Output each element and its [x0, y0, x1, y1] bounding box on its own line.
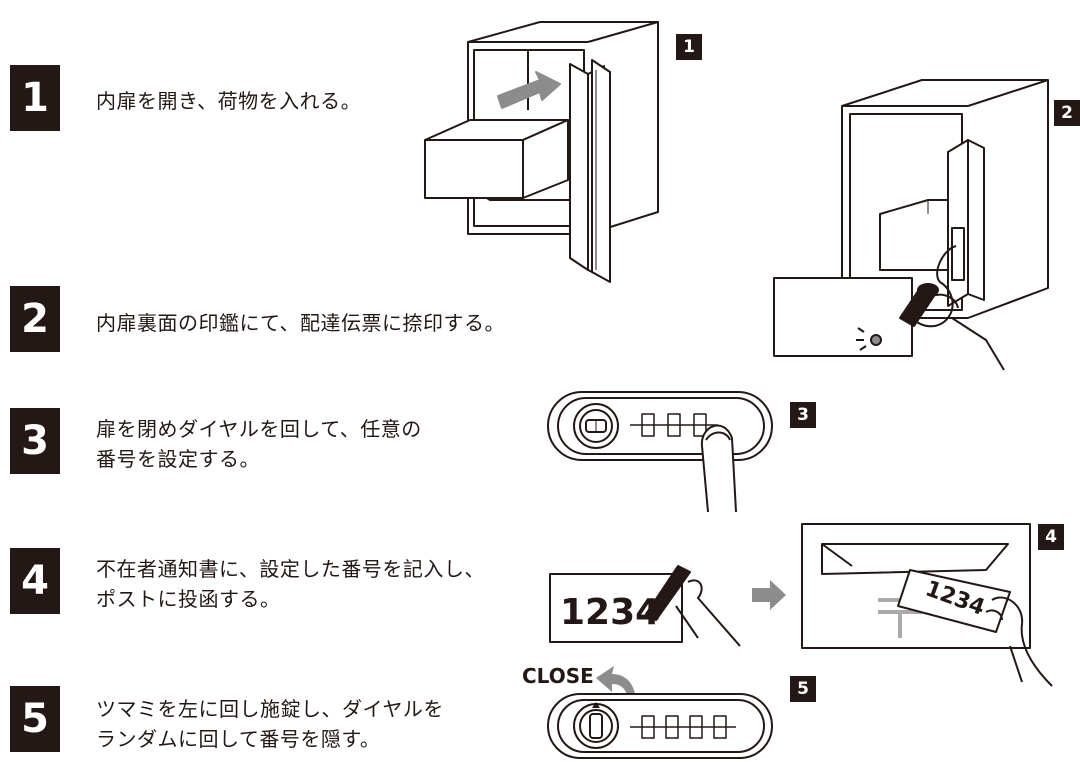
close-label: CLOSE — [522, 664, 594, 688]
figure-badge-5: 5 — [790, 676, 816, 702]
step-text-5: ツマミを左に回し施錠し、ダイヤルを ランダムに回して番号を隠す。 — [96, 694, 444, 754]
illustration-stamping-slip — [772, 78, 1052, 373]
figure-badge-3: 3 — [790, 402, 816, 428]
step-3-line-1: 扉を閉めダイヤルを回して、任意の — [96, 417, 422, 441]
figure-badge-2: 2 — [1054, 100, 1080, 126]
step-number-2: 2 — [10, 286, 60, 352]
card-number: 1234 — [560, 592, 660, 633]
step-number-3: 3 — [10, 408, 60, 474]
illustration-dial-lock — [546, 690, 776, 762]
illustration-post-slot: 1234 — [796, 520, 1056, 690]
step-text-2: 内扉裏面の印鑑にて、配達伝票に捺印する。 — [96, 308, 505, 338]
step-5-line-1: ツマミを左に回し施錠し、ダイヤルを — [96, 697, 444, 721]
step-4-line-2: ポストに投函する。 — [96, 587, 281, 611]
step-text-1: 内扉を開き、荷物を入れる。 — [96, 86, 361, 116]
step-4-line-1: 不在者通知書に、設定した番号を記入し、 — [96, 557, 485, 581]
step-number-1: 1 — [10, 65, 60, 131]
arrow-right-icon — [752, 580, 786, 610]
illustration-dial-set — [546, 386, 776, 516]
step-5-line-2: ランダムに回して番号を隠す。 — [96, 727, 381, 751]
step-3-line-2: 番号を設定する。 — [96, 447, 260, 471]
rotate-left-arrow-icon — [596, 666, 636, 704]
step-number-4: 4 — [10, 548, 60, 614]
illustration-locker-loading — [420, 20, 670, 290]
figure-badge-1: 1 — [676, 34, 702, 60]
illustration-write-number: 1234 — [548, 548, 748, 648]
step-1-line-1: 内扉を開き、荷物を入れる。 — [96, 89, 362, 113]
step-text-3: 扉を閉めダイヤルを回して、任意の 番号を設定する。 — [96, 414, 422, 474]
step-text-4: 不在者通知書に、設定した番号を記入し、 ポストに投函する。 — [96, 554, 485, 614]
figure-badge-4: 4 — [1038, 524, 1064, 550]
step-number-5: 5 — [10, 686, 60, 752]
step-2-line-1: 内扉裏面の印鑑にて、配達伝票に捺印する。 — [96, 311, 505, 335]
